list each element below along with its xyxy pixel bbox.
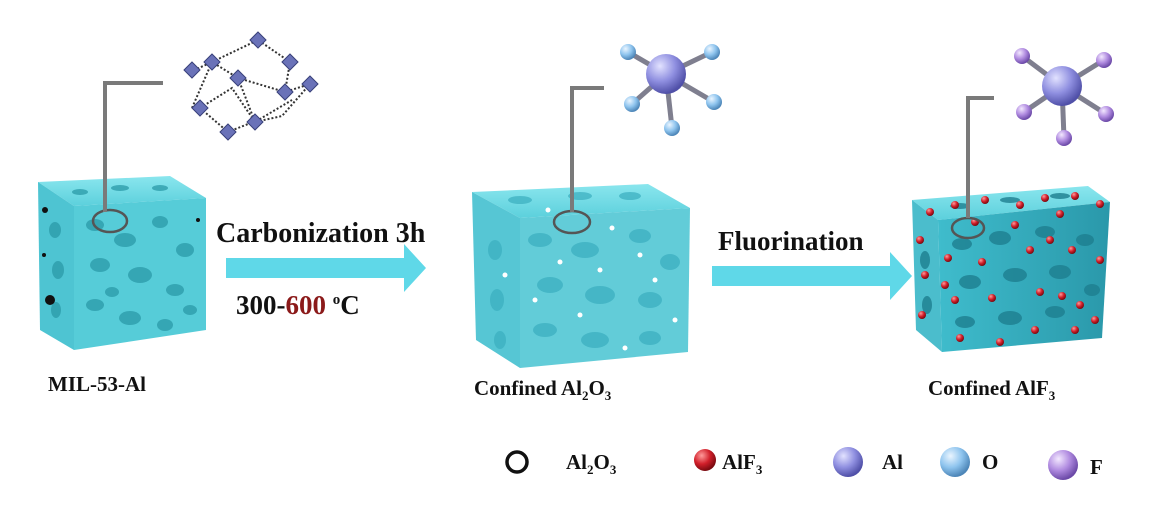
legend-al-label: Al [882,450,903,474]
mil53-cube [38,81,206,350]
fluorination-arrow [712,252,912,300]
legend-al2o3-label: Al2O3 [566,450,617,477]
temp-high: 600 [285,290,327,320]
legend-alf3-label: AlF3 [722,450,763,477]
al-o-cluster-inset [620,44,722,136]
legend-al-marker [833,447,863,477]
legend-o-marker [940,447,970,477]
carbonization-arrow [226,244,426,292]
confined-al2o3-cube [472,86,690,368]
confined-alf3-cube [912,96,1110,352]
fluorination-label: Fluorination [718,226,864,256]
legend-f-marker [1048,450,1078,480]
legend-o-label: O [982,450,999,474]
temp-low: 300- [236,290,286,320]
legend-f-label: F [1090,455,1103,479]
legend-al2o3-marker [505,450,529,474]
mof-framework-inset [183,31,319,141]
mil53-label: MIL-53-Al [48,372,146,396]
temp-unit: C [340,290,360,320]
carbonization-duration: 3h [395,218,426,249]
al-f-cluster-inset [1014,48,1114,146]
carbonization-name: Carbonization [216,218,389,249]
confined-al2o3-label: Confined Al2O3 [474,376,612,403]
carbonization-temperature: 300-600 oC [236,290,360,321]
carbonization-label: Carbonization 3h [216,218,425,250]
temp-degree: o [332,292,341,308]
confined-alf3-label: Confined AlF3 [928,376,1056,403]
legend-alf3-marker [694,449,716,471]
